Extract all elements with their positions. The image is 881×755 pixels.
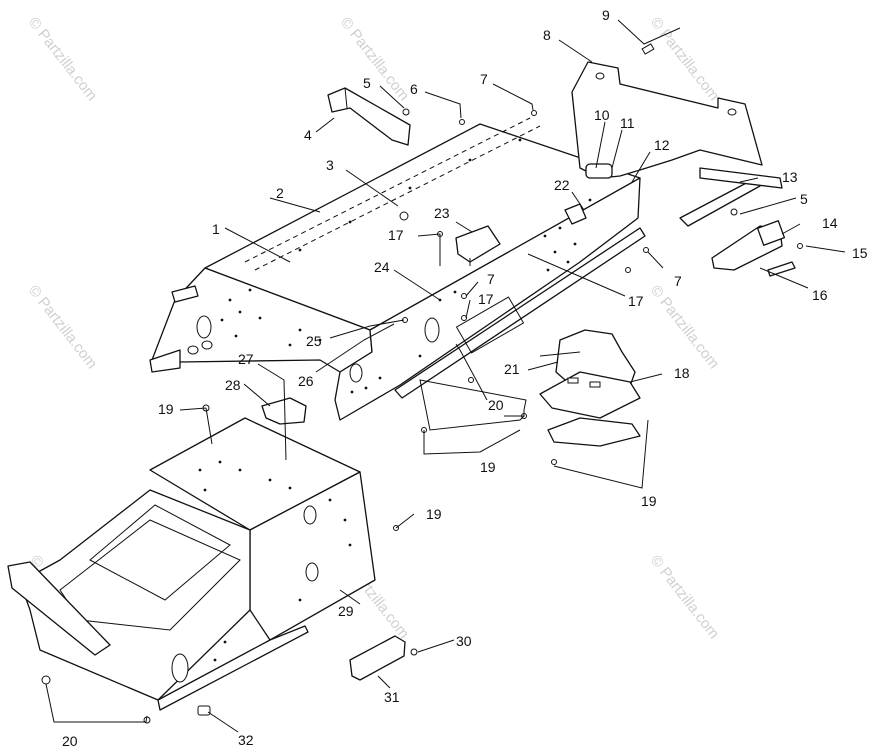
callout-9: 9 bbox=[602, 7, 610, 23]
callouts: 1 2 3 4 5 6 7 8 9 10 11 12 13 5 14 15 16… bbox=[62, 7, 868, 749]
callout-3: 3 bbox=[326, 157, 334, 173]
callout-11: 11 bbox=[620, 115, 635, 131]
callout-19c: 19 bbox=[158, 401, 174, 417]
callout-8: 8 bbox=[543, 27, 551, 43]
callout-25: 25 bbox=[306, 333, 322, 349]
callout-17b: 17 bbox=[388, 227, 404, 243]
callout-29: 29 bbox=[338, 603, 354, 619]
callout-27: 27 bbox=[238, 351, 254, 367]
leader-lines bbox=[45, 19, 846, 733]
callout-7c: 7 bbox=[487, 271, 495, 287]
callout-16: 16 bbox=[812, 287, 828, 303]
callout-28: 28 bbox=[225, 377, 241, 393]
bracket-4 bbox=[327, 87, 411, 146]
callout-17a: 17 bbox=[628, 293, 644, 309]
callout-12: 12 bbox=[654, 137, 670, 153]
callout-5a: 5 bbox=[363, 75, 371, 91]
callout-6: 6 bbox=[410, 81, 418, 97]
callout-20b: 20 bbox=[62, 733, 78, 749]
callout-14: 14 bbox=[822, 215, 838, 231]
callout-22: 22 bbox=[554, 177, 570, 193]
watermark: © Partzilla.com bbox=[25, 14, 101, 104]
callout-24: 24 bbox=[374, 259, 390, 275]
callout-10: 10 bbox=[594, 107, 610, 123]
bracket-14 bbox=[711, 220, 796, 277]
callout-19d: 19 bbox=[426, 506, 442, 522]
rail-13 bbox=[679, 167, 783, 227]
callout-30: 30 bbox=[456, 633, 472, 649]
callout-32: 32 bbox=[238, 732, 254, 748]
watermark: © Partzilla.com bbox=[647, 282, 723, 372]
bumper-18 bbox=[539, 329, 641, 447]
fasteners bbox=[41, 43, 803, 724]
clip-22-23 bbox=[455, 203, 587, 263]
callout-19b: 19 bbox=[641, 493, 657, 509]
callout-15: 15 bbox=[852, 245, 868, 261]
callout-18: 18 bbox=[674, 365, 690, 381]
callout-21: 21 bbox=[504, 361, 520, 377]
callout-17c: 17 bbox=[478, 291, 494, 307]
callout-5b: 5 bbox=[800, 191, 808, 207]
watermark: © Partzilla.com bbox=[647, 552, 723, 642]
callout-20a: 20 bbox=[488, 397, 504, 413]
callout-2: 2 bbox=[276, 185, 284, 201]
lower-frame-29 bbox=[7, 417, 376, 711]
callout-1: 1 bbox=[212, 221, 220, 237]
bracket-8 bbox=[571, 61, 763, 179]
watermark: © Partzilla.com bbox=[647, 14, 723, 104]
callout-26: 26 bbox=[298, 373, 314, 389]
bracket-31 bbox=[349, 635, 406, 681]
callout-31: 31 bbox=[384, 689, 400, 705]
callout-19a: 19 bbox=[480, 459, 496, 475]
callout-4: 4 bbox=[304, 127, 312, 143]
callout-7b: 7 bbox=[674, 273, 682, 289]
callout-7a: 7 bbox=[480, 71, 488, 87]
callout-13: 13 bbox=[782, 169, 798, 185]
chassis-tunnel bbox=[149, 117, 646, 421]
clip-28 bbox=[261, 397, 307, 425]
callout-23: 23 bbox=[434, 205, 450, 221]
watermark: © Partzilla.com bbox=[25, 282, 101, 372]
